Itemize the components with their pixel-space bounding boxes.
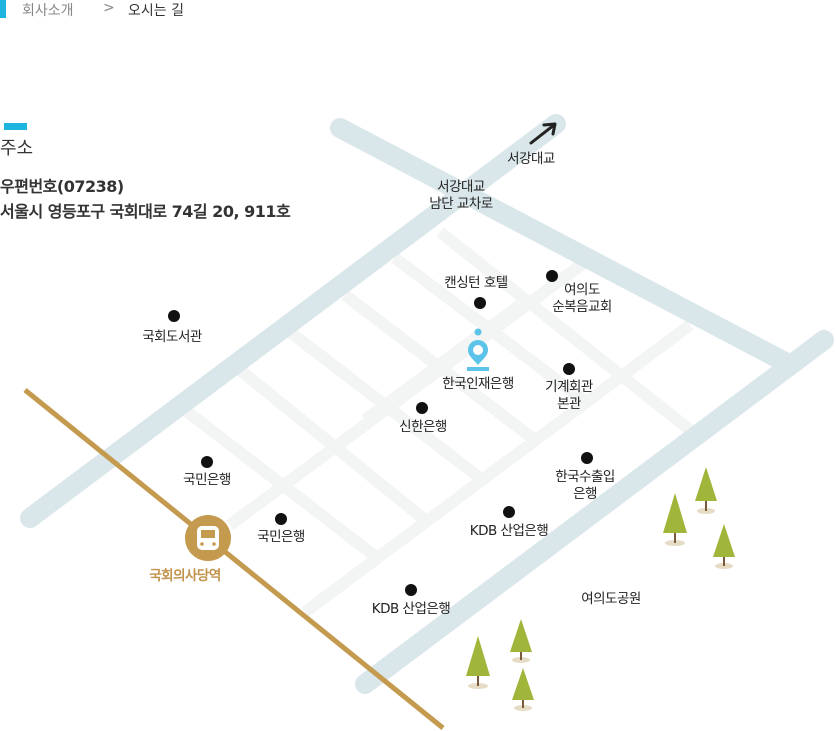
- place-dot: [474, 297, 486, 309]
- place-dot: [416, 402, 428, 414]
- breadcrumb-directions[interactable]: 오시는 길: [128, 3, 184, 19]
- station-label: 국회의사당역: [149, 568, 221, 584]
- minor-road: [301, 320, 694, 617]
- place-dot: [201, 456, 213, 468]
- section-title: 주소: [0, 138, 34, 159]
- place-label: 국회도서관: [142, 329, 202, 345]
- place-label: KDB 산업은행: [469, 523, 549, 539]
- minor-roads: [181, 227, 694, 617]
- minor-road: [436, 227, 694, 435]
- place-dot: [546, 270, 558, 282]
- major-road: [355, 330, 834, 694]
- breadcrumb-marker: [0, 0, 6, 18]
- major-roads: [20, 114, 834, 694]
- trees: [466, 467, 735, 711]
- place-dot: [563, 363, 575, 375]
- location-pin-icon: [467, 328, 489, 371]
- place-dot: [405, 584, 417, 596]
- place-markers: [168, 270, 593, 596]
- place-label: 캔싱턴 호텔: [444, 275, 508, 291]
- place-label-line: 한국수출입: [555, 469, 615, 485]
- tree-icon: [510, 619, 532, 663]
- place-label: KDB 산업은행: [371, 601, 451, 617]
- place-label: 신한은행: [399, 419, 447, 435]
- tree-icon: [512, 668, 534, 711]
- place-label-line: 본관: [557, 396, 581, 412]
- company-label: 한국인재은행: [442, 376, 514, 392]
- intersection-line: 서강대교: [437, 179, 485, 195]
- place-label: 국민은행: [183, 472, 231, 488]
- place-dot: [168, 310, 180, 322]
- tree-icon: [695, 467, 717, 514]
- subway-station-icon: [185, 515, 231, 561]
- place-dot: [275, 513, 287, 525]
- street-address: 서울시 영등포구 국회대로 74길 20, 911호: [0, 202, 291, 221]
- tree-icon: [713, 524, 735, 569]
- postal-code: 우편번호(07238): [0, 177, 124, 196]
- place-label-line: 기계회관: [545, 379, 593, 395]
- place-label-line: 여의도: [564, 282, 600, 298]
- arrow-up-right-icon: [529, 122, 557, 145]
- subway-line: [23, 388, 445, 730]
- tree-icon: [466, 636, 490, 689]
- major-road: [20, 114, 566, 528]
- place-dot: [581, 452, 593, 464]
- section-marker: [4, 123, 27, 130]
- chevron-right-icon: >: [103, 0, 115, 16]
- intersection-line: 남단 교차로: [429, 196, 493, 212]
- park-label: 여의도공원: [581, 591, 641, 607]
- place-dot: [503, 506, 515, 518]
- tree-icon: [663, 493, 687, 546]
- breadcrumb-company[interactable]: 회사소개: [22, 3, 74, 19]
- place-label-line: 은행: [573, 486, 597, 502]
- direction-label: 서강대교: [507, 151, 555, 167]
- minor-road: [361, 300, 524, 425]
- place-label: 국민은행: [257, 529, 305, 545]
- place-label-line: 순복음교회: [552, 299, 612, 315]
- major-road: [330, 118, 795, 372]
